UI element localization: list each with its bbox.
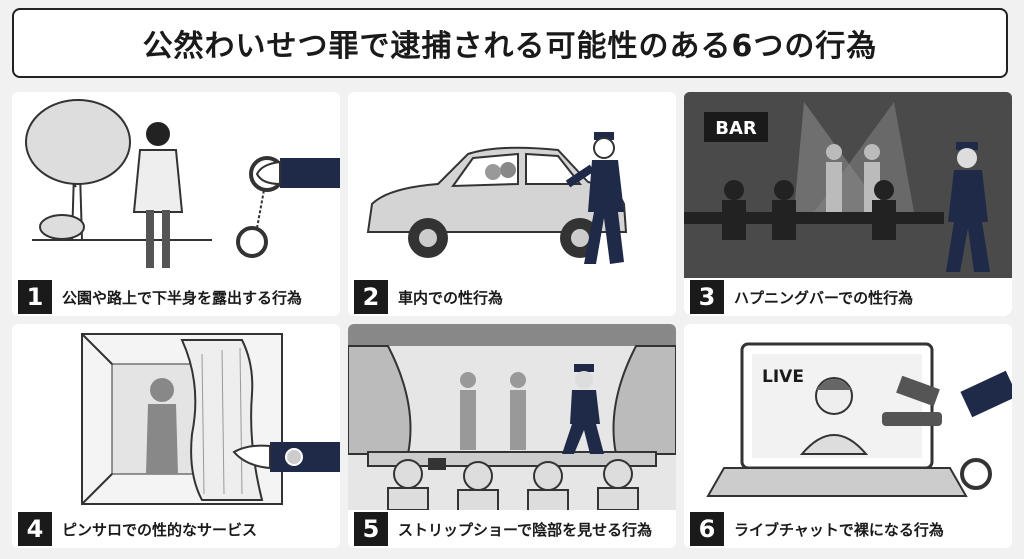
item-number-badge: 5 xyxy=(354,512,388,546)
exposing-man-figure xyxy=(132,122,184,268)
title-banner: 公然わいせつ罪で逮捕される可能性のある6つの行為 xyxy=(12,8,1008,78)
item-number-badge: 4 xyxy=(18,512,52,546)
item-label: ハプニングバーでの性行為 xyxy=(734,288,914,307)
police-officer-figure xyxy=(565,132,624,264)
laptop-scene-illustration: LIVE xyxy=(706,342,1012,497)
item-label: 車内での性行為 xyxy=(398,288,504,307)
booth-scene-illustration xyxy=(81,333,340,505)
curtain-icon xyxy=(180,339,264,501)
item-label: ライブチャットで裸になる行為 xyxy=(734,520,944,539)
dancer-figures xyxy=(460,372,526,450)
handcuffs-icon xyxy=(960,458,992,490)
car-icon xyxy=(366,146,628,258)
item-label: ストリップショーで陰部を見せる行為 xyxy=(398,520,653,539)
police-arm-icon xyxy=(232,442,340,472)
caption-3: 3 ハプニングバーでの性行為 xyxy=(684,278,1012,316)
item-number-badge: 3 xyxy=(690,280,724,314)
audience-figures xyxy=(387,458,639,510)
bar-sign-text: BAR xyxy=(715,118,757,139)
stage-scene-illustration xyxy=(348,324,676,510)
panel-pinsaro-service: 4 ピンサロでの性的なサービス xyxy=(12,324,340,548)
caption-5: 5 ストリップショーで陰部を見せる行為 xyxy=(348,510,676,548)
panel-park-exposure: 1 公園や路上で下半身を露出する行為 xyxy=(12,92,340,316)
panel-strip-show: 5 ストリップショーで陰部を見せる行為 xyxy=(348,324,676,548)
caption-4: 4 ピンサロでの性的なサービス xyxy=(12,510,340,548)
police-officer-figure xyxy=(562,364,604,454)
car-scene-illustration xyxy=(366,132,628,264)
handcuffs-icon xyxy=(236,156,285,258)
item-number-badge: 1 xyxy=(18,280,52,314)
camera-icon xyxy=(428,458,446,470)
panel-happening-bar: BAR 3 ハプニングバーでの性行為 xyxy=(684,92,1012,316)
gavel-icon xyxy=(882,375,942,426)
police-officer-figure xyxy=(946,142,990,272)
item-label: ピンサロでの性的なサービス xyxy=(62,520,258,539)
item-number-badge: 6 xyxy=(690,512,724,546)
panel-car-sex: 2 車内での性行為 xyxy=(348,92,676,316)
park-scene-illustration xyxy=(25,99,340,268)
live-label-text: LIVE xyxy=(762,367,804,387)
woman-silhouette xyxy=(146,378,178,474)
item-label: 公園や路上で下半身を露出する行為 xyxy=(62,288,303,307)
dancing-figures xyxy=(826,144,880,212)
caption-1: 1 公園や路上で下半身を露出する行為 xyxy=(12,278,340,316)
seated-patrons xyxy=(722,180,896,240)
bar-scene-illustration: BAR xyxy=(684,92,1012,278)
tree-icon xyxy=(25,99,131,241)
caption-2: 2 車内での性行為 xyxy=(348,278,676,316)
police-arm-icon xyxy=(960,370,1012,418)
panel-live-chat: LIVE 6 ライブチャットで裸になる行為 xyxy=(684,324,1012,548)
streamer-figure xyxy=(799,377,869,455)
page-title: 公然わいせつ罪で逮捕される可能性のある6つの行為 xyxy=(142,29,878,64)
illustration-grid: 1 公園や路上で下半身を露出する行為 2 車内での xyxy=(12,92,1012,556)
police-arm-icon xyxy=(255,158,340,188)
caption-6: 6 ライブチャットで裸になる行為 xyxy=(684,510,1012,548)
item-number-badge: 2 xyxy=(354,280,388,314)
